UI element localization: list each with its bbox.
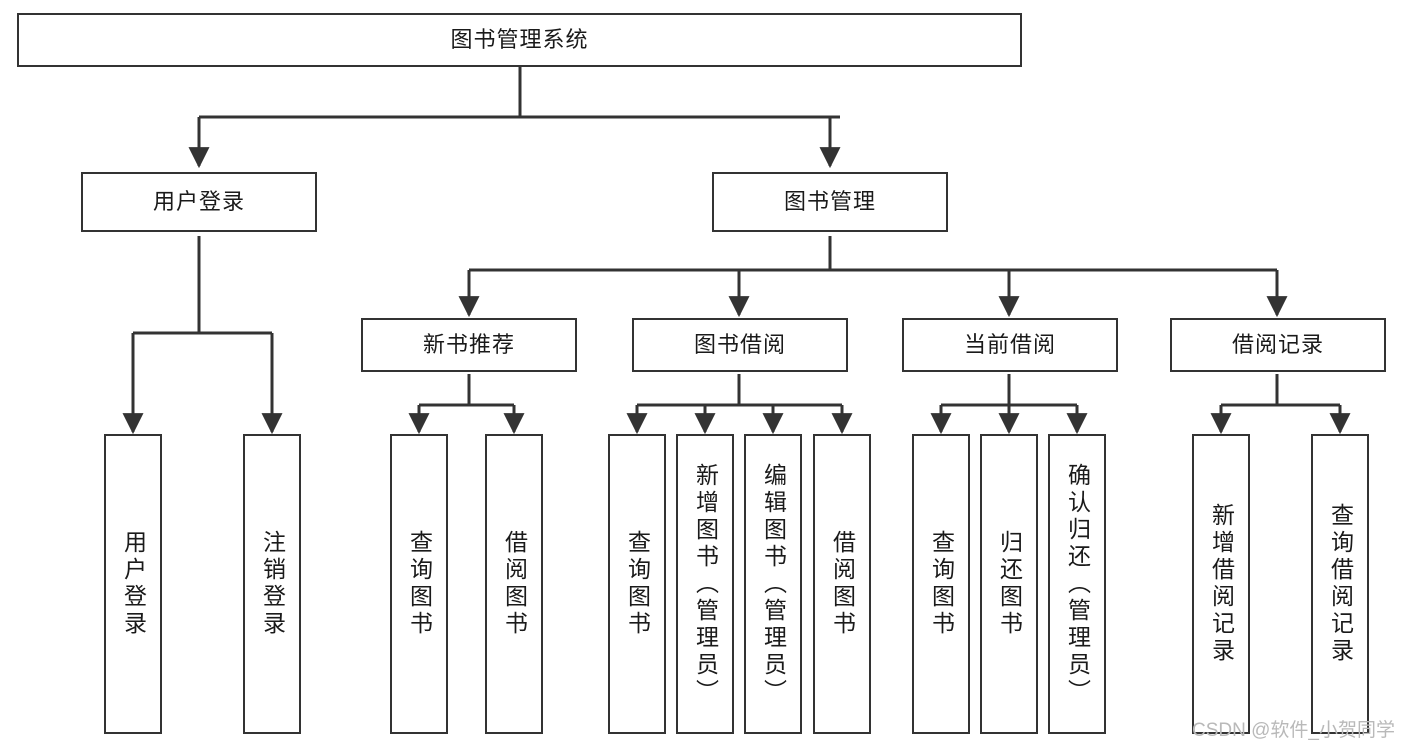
node-label: 查询图书: [928, 530, 955, 638]
node-label: 查询图书: [406, 530, 433, 638]
node-root-book-management-system[interactable]: 图书管理系统: [17, 13, 1022, 67]
node-label: 新增借阅记录: [1208, 503, 1235, 665]
node-label: 确认归还（管理员）: [1064, 462, 1091, 706]
leaf-query-book-new[interactable]: 查询图书: [390, 434, 448, 734]
leaf-add-borrow-record[interactable]: 新增借阅记录: [1192, 434, 1250, 734]
node-label: 编辑图书（管理员）: [760, 462, 787, 706]
leaf-user-login[interactable]: 用户登录: [104, 434, 162, 734]
node-label: 注销登录: [259, 530, 286, 638]
leaf-borrow-book-new[interactable]: 借阅图书: [485, 434, 543, 734]
leaf-add-book-admin[interactable]: 新增图书（管理员）: [676, 434, 734, 734]
node-label: 新书推荐: [422, 331, 515, 357]
node-book-management[interactable]: 图书管理: [712, 172, 948, 232]
leaf-borrow-book[interactable]: 借阅图书: [813, 434, 871, 734]
node-label: 查询借阅记录: [1327, 503, 1354, 665]
node-label: 借阅图书: [501, 530, 528, 638]
node-label: 查询图书: [624, 530, 651, 638]
leaf-query-borrow-record[interactable]: 查询借阅记录: [1311, 434, 1369, 734]
node-new-book-recommend[interactable]: 新书推荐: [361, 318, 577, 372]
node-book-borrow[interactable]: 图书借阅: [632, 318, 848, 372]
node-label: 新增图书（管理员）: [692, 462, 719, 706]
node-label: 图书管理: [783, 188, 876, 214]
leaf-return-book[interactable]: 归还图书: [980, 434, 1038, 734]
node-label: 当前借阅: [963, 331, 1056, 357]
leaf-confirm-return-admin[interactable]: 确认归还（管理员）: [1048, 434, 1106, 734]
node-borrow-record[interactable]: 借阅记录: [1170, 318, 1386, 372]
node-label: 借阅图书: [829, 530, 856, 638]
node-label: 归还图书: [996, 530, 1023, 638]
node-label: 用户登录: [152, 188, 245, 214]
node-user-login[interactable]: 用户登录: [81, 172, 317, 232]
node-label: 图书借阅: [693, 331, 786, 357]
leaf-query-book-current[interactable]: 查询图书: [912, 434, 970, 734]
node-label: 借阅记录: [1231, 331, 1324, 357]
leaf-edit-book-admin[interactable]: 编辑图书（管理员）: [744, 434, 802, 734]
leaf-query-book-borrow[interactable]: 查询图书: [608, 434, 666, 734]
leaf-logout[interactable]: 注销登录: [243, 434, 301, 734]
node-current-borrow[interactable]: 当前借阅: [902, 318, 1118, 372]
node-label: 用户登录: [120, 530, 147, 638]
node-label: 图书管理系统: [450, 26, 589, 52]
csdn-watermark: CSDN @软件_小贺同学: [1192, 720, 1395, 741]
